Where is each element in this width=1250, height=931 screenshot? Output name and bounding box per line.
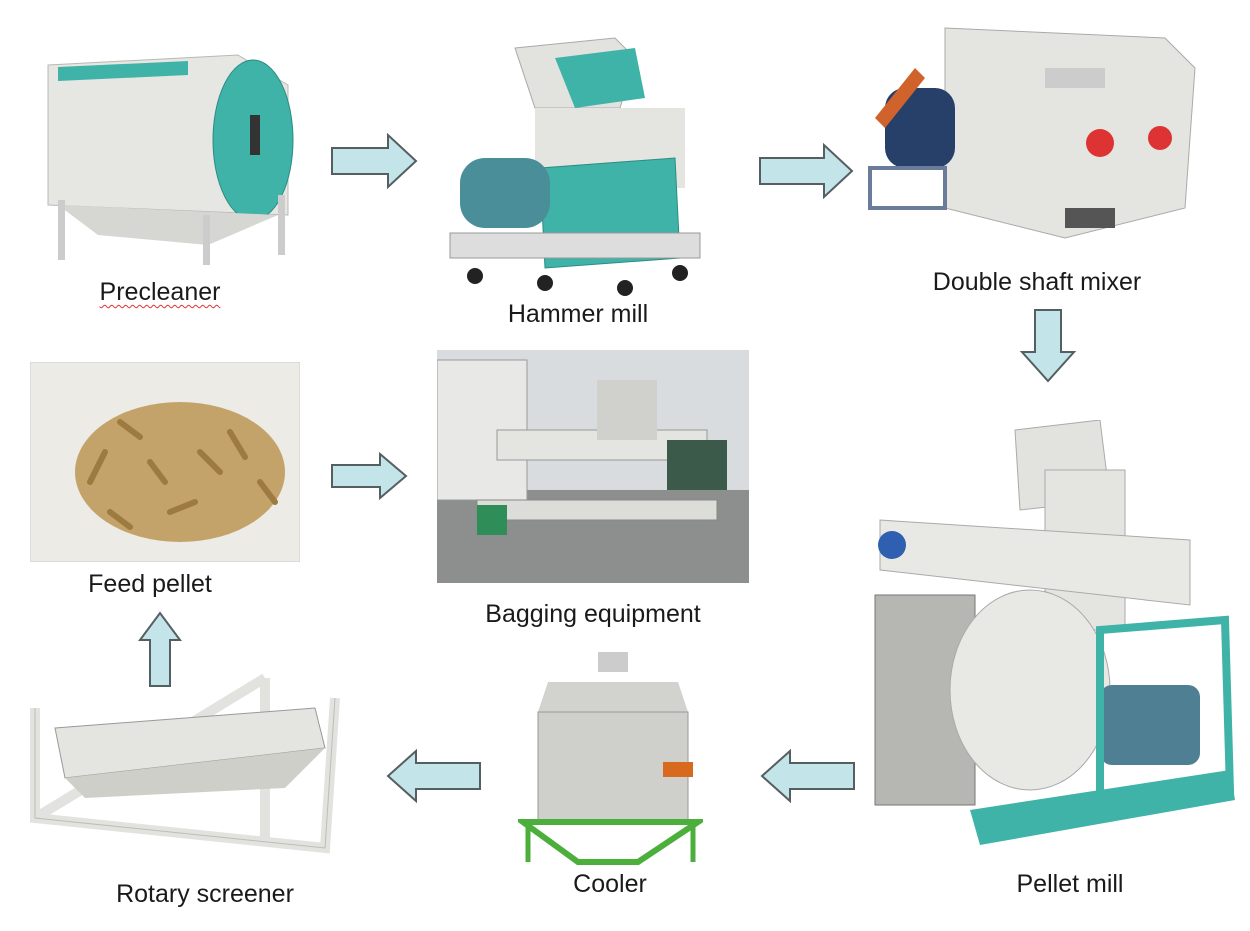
double-shaft-mixer-label: Double shaft mixer	[932, 268, 1142, 296]
hammer-mill-image	[445, 18, 705, 298]
bagging-equipment-image	[437, 350, 749, 583]
arrow-right-icon	[331, 452, 408, 500]
precleaner-image	[38, 45, 303, 270]
bagging-equipment-label: Bagging equipment	[485, 600, 701, 628]
arrow-right-icon	[759, 142, 854, 200]
feed-pellet-image	[30, 362, 300, 562]
feed-pellet-label: Feed pellet	[88, 570, 212, 598]
arrow-right-icon	[331, 132, 418, 190]
pellet-mill-image	[870, 420, 1240, 855]
arrow-left-icon	[760, 748, 855, 804]
double-shaft-mixer-image	[865, 8, 1205, 248]
pellet-mill-label: Pellet mill	[1016, 870, 1124, 898]
hammer-mill-label: Hammer mill	[507, 300, 649, 328]
cooler-label: Cooler	[573, 870, 647, 898]
precleaner-label: Precleaner	[99, 278, 221, 306]
arrow-down-icon	[1019, 309, 1077, 383]
cooler-image	[518, 652, 703, 867]
arrow-up-icon	[138, 611, 182, 687]
rotary-screener-image	[25, 668, 350, 863]
arrow-left-icon	[386, 748, 481, 804]
rotary-screener-label: Rotary screener	[116, 880, 294, 908]
